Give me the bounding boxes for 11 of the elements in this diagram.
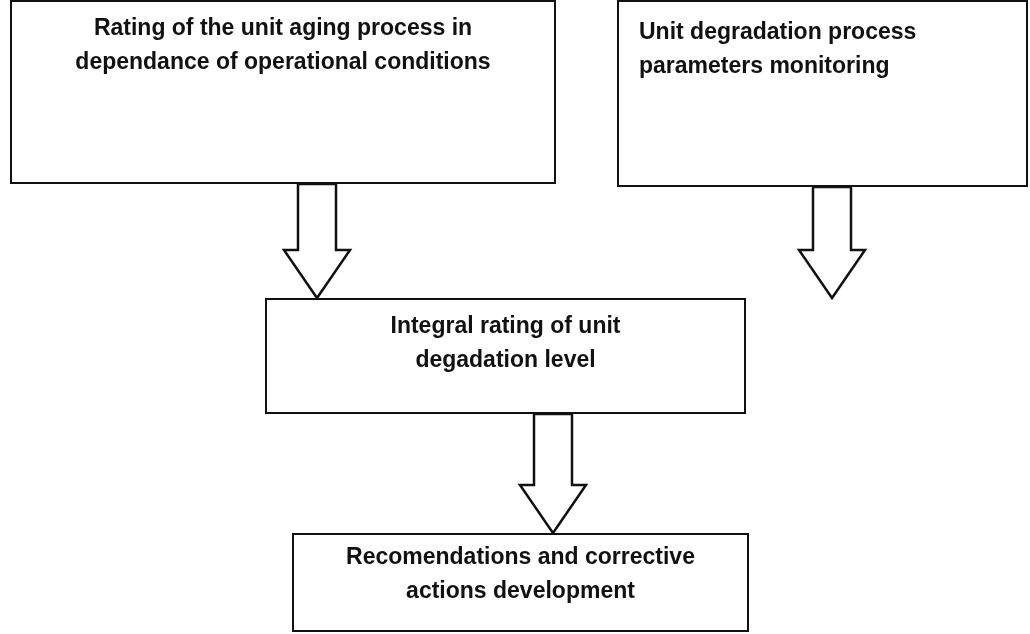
box-text: Integral rating of unit degadation level (389, 311, 622, 374)
process-box (292, 533, 749, 632)
box-text: Unit degradation process parameters monitoring (639, 17, 918, 80)
process-box (617, 0, 1028, 187)
box-text: Rating of the unit aging process in dependance of operational conditions (74, 13, 492, 76)
hollow-arrow (517, 412, 589, 536)
hollow-arrow (281, 182, 353, 301)
hollow-arrow (796, 185, 868, 301)
process-box (265, 298, 746, 414)
box-text: Recomendations and corrective actions development (345, 542, 696, 605)
process-box (10, 0, 556, 184)
